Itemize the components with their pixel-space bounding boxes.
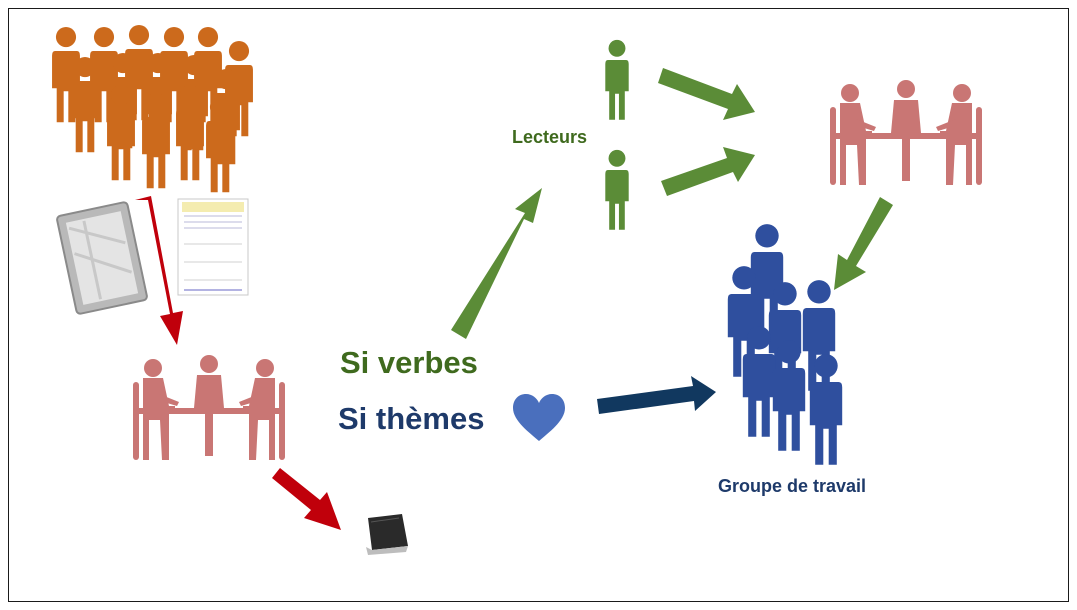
meeting-table-icon-left (133, 355, 285, 460)
working-group-label: Groupe de travail (718, 476, 867, 496)
reader-person-icon-top (605, 39, 629, 120)
working-group-icon (727, 224, 843, 465)
heart-icon (513, 394, 565, 441)
diagram-frame (8, 8, 1069, 602)
crowd-people-icon (52, 24, 253, 193)
form-sheet-icon (177, 198, 249, 296)
readers-label: Lecteurs (512, 127, 588, 147)
arrow-reader-bottom-to-meeting (661, 147, 755, 196)
arrow-themes-to-group (597, 376, 716, 414)
arrow-reader-top-to-meeting (658, 68, 755, 120)
arrow-crowd-to-meeting (135, 196, 183, 345)
arrow-meeting-to-book (272, 468, 341, 530)
book-icon (366, 514, 408, 555)
meeting-table-icon-right (830, 80, 982, 185)
arrow-meeting-to-group (834, 197, 893, 290)
condition-themes-label: Si thèmes (338, 401, 485, 436)
reader-person-icon-bottom (605, 149, 629, 230)
document-icon (56, 201, 148, 315)
arrow-meeting-to-readers (451, 188, 542, 339)
condition-verbs-label: Si verbes (340, 345, 478, 380)
